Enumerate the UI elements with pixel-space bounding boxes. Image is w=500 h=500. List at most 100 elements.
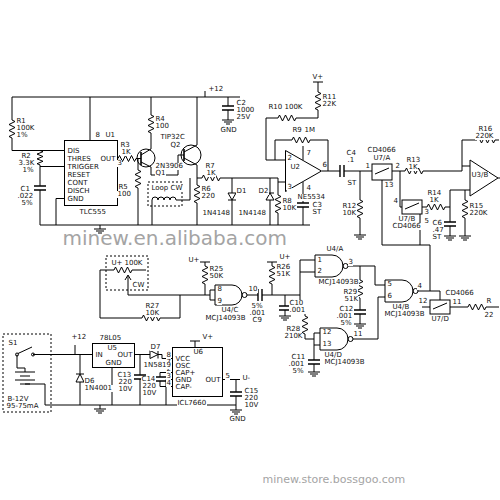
part-label: 3.3K — [18, 160, 35, 167]
part-label: 5% — [21, 200, 33, 207]
part-label: 100K — [124, 260, 143, 267]
part-label: C11 — [291, 354, 306, 361]
part-label: 1N5819 — [143, 362, 172, 369]
pin-name: OSC — [175, 363, 191, 370]
part-label: C14 — [141, 376, 156, 383]
pin-name: U6 — [193, 349, 204, 356]
part-label: 13 — [384, 182, 394, 189]
ground-symbol — [94, 120, 471, 414]
part-label: 8 — [166, 352, 171, 359]
part-label: CD4066 — [445, 290, 474, 297]
part-label: 10V — [244, 402, 259, 409]
switch-battery — [3, 334, 51, 412]
capacitor-symbol — [34, 106, 456, 396]
loop-coil — [148, 182, 182, 206]
part-label: 220K — [469, 210, 488, 217]
analog-switch — [430, 300, 450, 314]
part-label: 51K — [344, 296, 359, 303]
part-label: D1 — [236, 188, 247, 195]
part-label: C3 — [312, 202, 322, 209]
part-label: .001 — [288, 361, 305, 368]
part-label: CD4066 — [367, 147, 396, 154]
nand-gate — [242, 293, 247, 298]
part-label: R9 — [292, 127, 302, 134]
part-label: U+ — [111, 260, 123, 267]
part-label: R12 — [342, 203, 357, 210]
part-label: D2 — [258, 188, 269, 195]
part-label: R28 — [286, 326, 301, 333]
analog-switch — [372, 164, 392, 180]
part-label: R4 — [155, 116, 165, 123]
part-label: 1N4001 — [84, 385, 113, 392]
pin-name: OUT — [117, 352, 133, 359]
part-label: 220 — [142, 383, 156, 390]
ground-symbol — [94, 120, 471, 414]
part-label: 13 — [322, 341, 332, 348]
part-label: D7 — [150, 344, 161, 351]
part-label: 1 — [365, 163, 370, 170]
part-label: MCJ14093B — [324, 359, 365, 366]
loop-coil — [152, 197, 176, 200]
part-label: 220K — [475, 133, 494, 140]
part-label: R2 — [21, 153, 31, 160]
transistor-symbol — [183, 149, 185, 161]
loop-coil — [148, 182, 182, 206]
part-label: R25 — [209, 266, 224, 273]
part-label: MCJ14093B — [318, 279, 359, 286]
part-label: ST — [312, 209, 322, 216]
part-label: .001 — [249, 310, 266, 317]
regulator-box: U578L05INOUTGND — [92, 343, 135, 368]
part-label: +12 — [208, 86, 224, 93]
part-label: 5 — [387, 281, 392, 288]
part-label: 5% — [251, 303, 263, 310]
part-label: 11 — [452, 299, 462, 306]
part-label: 8 — [95, 132, 100, 139]
part-label: 3 — [424, 209, 429, 216]
part-label: 3 — [166, 373, 171, 380]
nand-gate — [215, 285, 242, 305]
part-label: 1N4148 — [202, 210, 231, 217]
analog-switch — [372, 164, 450, 314]
part-label: 12 — [418, 298, 428, 305]
pin-name: VCC — [175, 356, 191, 363]
part-label: R1 — [16, 118, 26, 125]
pin-name: GND — [67, 196, 84, 203]
part-label: 10K — [145, 310, 160, 317]
part-label: S1 — [8, 340, 18, 347]
part-label: 78L05 — [99, 335, 122, 342]
part-label: 10 — [248, 286, 258, 293]
part-label: C2 — [236, 100, 246, 107]
part-label: 6 — [387, 293, 392, 300]
part-label: 1K — [206, 170, 216, 177]
watermark: minew.store.bossgoo.com — [262, 474, 406, 485]
part-label: 3 — [117, 160, 122, 167]
pin-name: TRIGGER — [67, 164, 99, 171]
part-label: MCJ14093B — [384, 311, 425, 318]
part-label: 1M — [304, 127, 316, 134]
part-label: 9 — [217, 298, 222, 305]
part-label: 10V — [118, 386, 133, 393]
part-label: .001 — [289, 307, 306, 314]
part-label: C13 — [117, 372, 132, 379]
part-label: 210K — [284, 333, 303, 340]
part-label: U4/C — [221, 307, 239, 314]
pin-name: OUT — [100, 156, 116, 163]
part-label: U3/B — [471, 172, 489, 179]
part-label: 1K — [121, 149, 131, 156]
part-label: 100 — [155, 123, 169, 130]
part-label: R26 — [276, 264, 291, 271]
part-label: Loop — [151, 185, 169, 192]
part-label: 2 — [317, 268, 322, 275]
part-label: 5 — [225, 373, 230, 380]
switch-battery — [3, 334, 51, 412]
part-label: GND — [220, 127, 237, 134]
part-label: C6 — [432, 220, 442, 227]
pin-name: CAP- — [175, 384, 192, 391]
part-label: V+ — [312, 74, 324, 81]
nand-gate — [315, 255, 343, 277]
part-label: 1N4148 — [238, 210, 267, 217]
part-label: R — [486, 298, 492, 305]
pin-name: GND — [175, 377, 192, 384]
pin-name: GND — [105, 360, 122, 367]
part-label: 100K — [16, 125, 35, 132]
